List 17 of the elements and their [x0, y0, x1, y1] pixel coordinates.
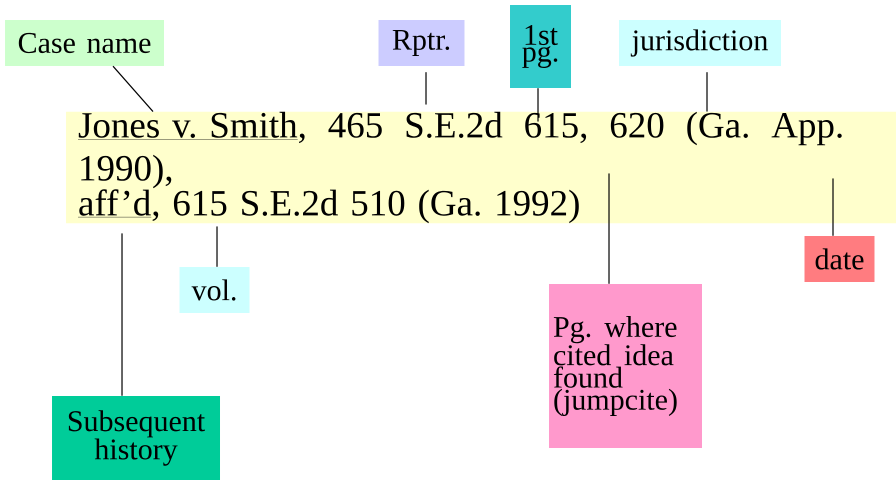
label-box: Pg. where cited idea found (jumpcite): [549, 284, 702, 448]
label-box: Subsequent history: [52, 396, 220, 480]
label-box: date: [804, 236, 874, 282]
leader-line: [216, 226, 218, 267]
leader-line: [112, 66, 154, 112]
label-box: 1st pg.: [510, 5, 571, 88]
citation-box: Jones v. Smith, 465 S.E.2d 615, 620 (Ga. App. 1990), aff’d, 615 S.E.2d 510 (Ga. 1992): [66, 112, 896, 224]
leader-line: [537, 88, 539, 122]
label-box: jurisdiction: [619, 20, 781, 66]
label-box: Case name: [5, 20, 164, 66]
label-box: Rptr.: [378, 20, 464, 66]
leader-line: [425, 72, 427, 105]
leader-line: [608, 173, 610, 284]
leader-line: [121, 233, 123, 396]
label-box: vol.: [180, 266, 250, 313]
leader-line: [832, 178, 834, 236]
leader-line: [706, 72, 708, 112]
